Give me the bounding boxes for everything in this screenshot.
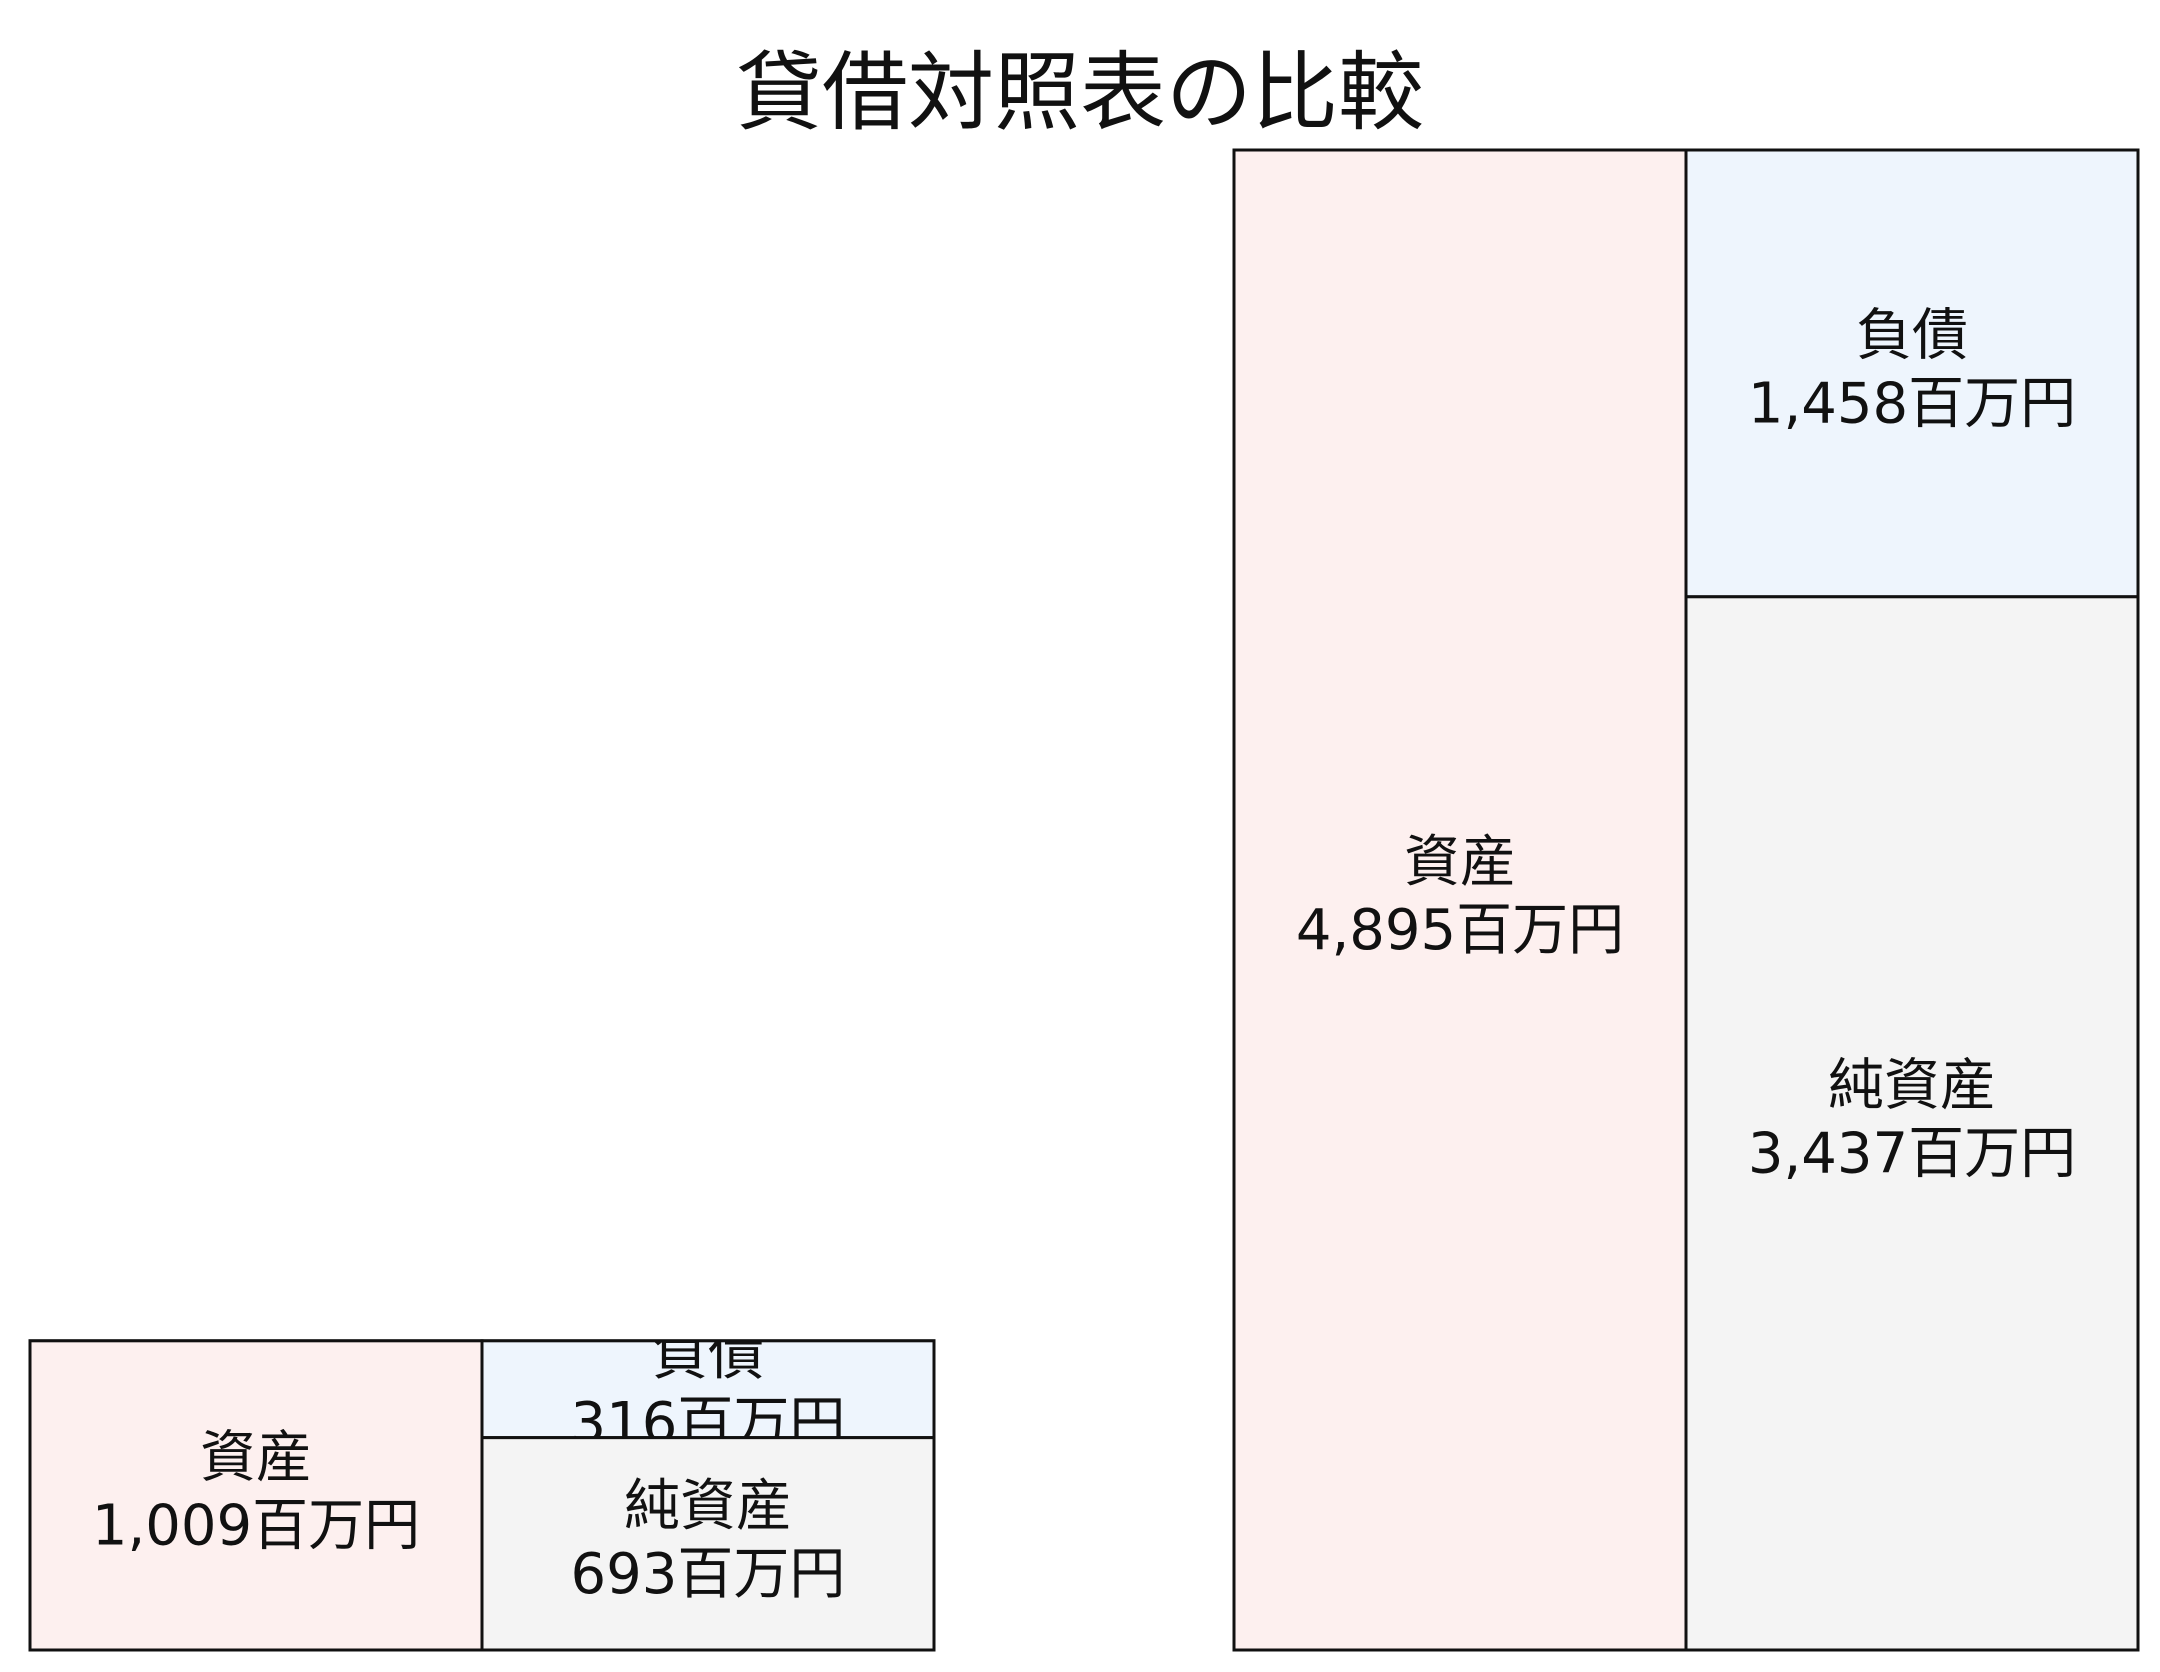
asset-label: 資産4,895百万円 <box>1296 830 1624 963</box>
chart-title: 貸借対照表の比較 <box>736 43 1424 143</box>
equity-block <box>1684 595 2140 1652</box>
asset-block <box>1232 148 1688 1652</box>
liability-label: 負債1,458百万円 <box>1748 304 2076 437</box>
liability-label-value: 1,458百万円 <box>1748 372 2076 437</box>
equity-label-value: 3,437百万円 <box>1748 1122 2076 1187</box>
liability-block <box>480 1339 936 1440</box>
equity-block <box>480 1436 936 1652</box>
sheets-layer: 資産1,009百万円負債316百万円純資産693百万円資産4,895百万円負債1… <box>28 148 2140 1652</box>
asset-label: 資産1,009百万円 <box>92 1426 420 1559</box>
liability-block <box>1684 148 2140 599</box>
equity-label-value: 693百万円 <box>571 1542 846 1607</box>
equity-label-name: 純資産 <box>1828 1054 1996 1119</box>
equity-label-name: 純資産 <box>624 1474 792 1539</box>
asset-block <box>28 1339 484 1652</box>
liability-label-name: 負債 <box>1856 304 1968 369</box>
liability-label-name: 負債 <box>652 1323 764 1388</box>
asset-label-name: 資産 <box>200 1426 312 1491</box>
liability-label-value: 316百万円 <box>571 1391 846 1456</box>
asset-label-name: 資産 <box>1404 830 1516 895</box>
asset-label-value: 4,895百万円 <box>1296 898 1624 963</box>
asset-label-value: 1,009百万円 <box>92 1494 420 1559</box>
